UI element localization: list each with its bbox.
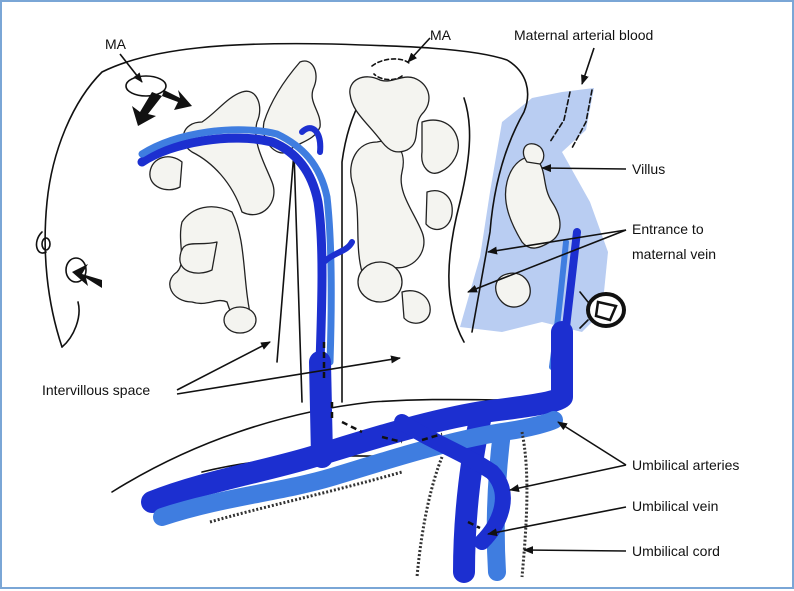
villus-tree-left — [150, 61, 320, 333]
ma-left-arrow-1 — [132, 92, 162, 126]
label-intervillous-space: Intervillous space — [42, 382, 150, 398]
label-maternal-arterial-blood: Maternal arterial blood — [514, 27, 653, 43]
placenta-left-edge — [36, 232, 79, 347]
leader-umbilical-cord — [524, 550, 626, 551]
leader-ma-center — [408, 38, 430, 62]
ma-left-ellipse — [126, 76, 166, 96]
label-ma-left: MA — [105, 36, 127, 52]
black-arrow-left — [72, 264, 102, 288]
label-entrance-line1: Entrance to — [632, 221, 704, 237]
label-umbilical-arteries: Umbilical arteries — [632, 457, 739, 473]
villus-tree-center — [350, 77, 458, 323]
leader-villus — [542, 168, 626, 169]
ma-center-swirl — [372, 59, 410, 80]
label-villus: Villus — [632, 161, 665, 177]
septum-left — [277, 152, 302, 402]
small-opening — [42, 238, 50, 250]
leader-intervillous-2 — [177, 358, 400, 394]
leader-intervillous-1 — [177, 342, 270, 390]
label-umbilical-vein: Umbilical vein — [632, 498, 718, 514]
leader-umbilical-arteries-1 — [558, 422, 626, 465]
umbilical-cord-wall-right — [522, 432, 527, 577]
label-entrance-line2: maternal vein — [632, 246, 716, 262]
leader-maternal-arterial-blood — [582, 48, 594, 84]
label-umbilical-cord: Umbilical cord — [632, 543, 720, 559]
ma-left-arrow-2 — [162, 90, 192, 110]
label-ma-center: MA — [430, 27, 452, 43]
umbilical-cord-wall-left — [417, 457, 442, 577]
